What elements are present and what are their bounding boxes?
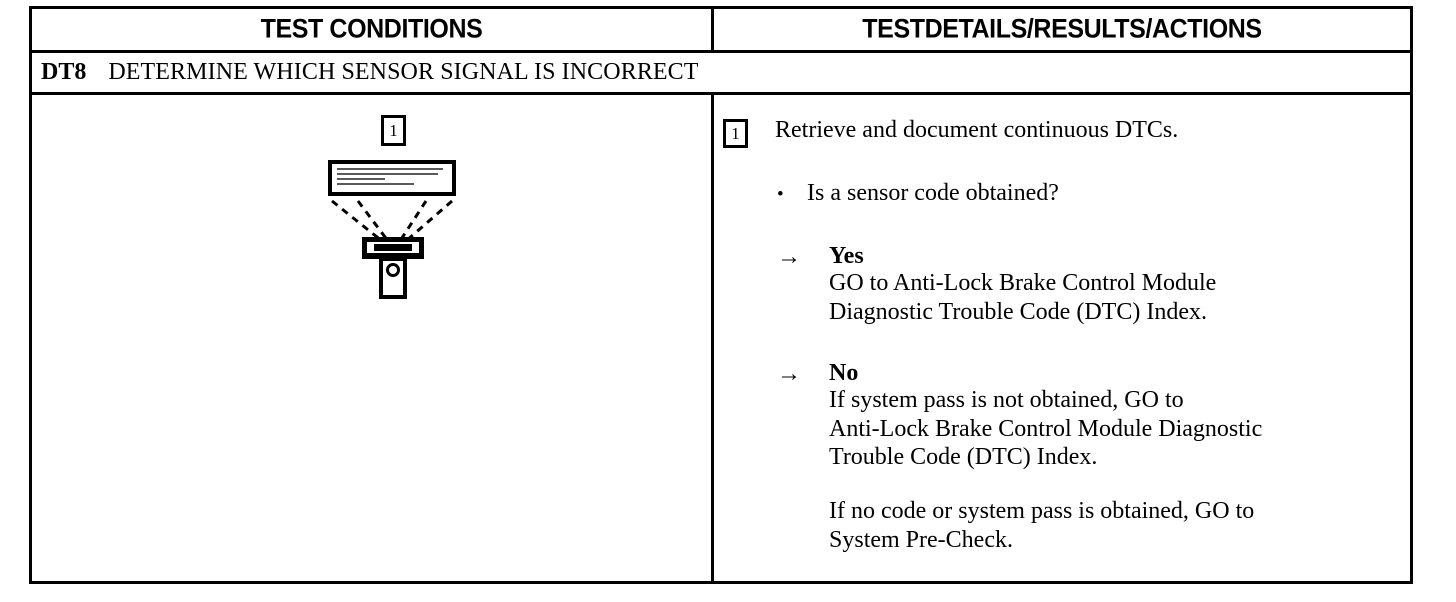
column-header-test-conditions-label: TEST CONDITIONS (260, 14, 483, 44)
screen-text-line (337, 168, 443, 170)
scan-tool-bar (374, 244, 412, 251)
action-question: • Is a sensor code obtained? (777, 180, 1398, 207)
actions-list: 1 Retrieve and document continuous DTCs.… (723, 117, 1398, 554)
action-callout-box: 1 (723, 119, 748, 148)
branch-yes-label: Yes (829, 242, 864, 269)
action-step-1-text: Retrieve and document continuous DTCs. (775, 117, 1179, 143)
branch-no: → No If system pass is not obtained, GO … (777, 360, 1398, 554)
branch-no-line-3: Trouble Code (DTC) Index. (829, 443, 1098, 470)
table-header-row: TEST CONDITIONS TESTDETAILS/RESULTS/ACTI… (32, 9, 1410, 53)
action-callout-number: 1 (731, 124, 740, 143)
branch-yes-line-2: Diagnostic Trouble Code (DTC) Index. (829, 298, 1207, 325)
screen-text-line (337, 178, 386, 180)
screen-text-line (337, 173, 439, 175)
branch-no-extra-line-1: If no code or system pass is obtained, G… (829, 498, 1255, 525)
step-title-row: DT8 DETERMINE WHICH SENSOR SIGNAL IS INC… (32, 53, 1410, 95)
arrow-right-icon: → (777, 360, 801, 387)
action-step-1: 1 Retrieve and document continuous DTCs. (723, 117, 1398, 148)
branch-yes: → Yes GO to Anti-Lock Brake Control Modu… (777, 243, 1398, 326)
test-details-cell: 1 Retrieve and document continuous DTCs.… (714, 95, 1410, 581)
diagram-callout-number: 1 (389, 121, 398, 140)
step-title: DETERMINE WHICH SENSOR SIGNAL IS INCORRE… (108, 59, 699, 85)
arrow-right-icon: → (777, 243, 801, 270)
diagram-callout-box: 1 (381, 115, 406, 146)
table-body-row: 1 (32, 95, 1410, 581)
branch-no-label: No (829, 359, 859, 386)
scan-tool-device-icon (362, 237, 424, 299)
branch-no-body: No If system pass is not obtained, GO to… (829, 360, 1398, 554)
scan-tool-screen (328, 160, 456, 196)
test-conditions-cell: 1 (32, 95, 714, 581)
branch-yes-body: Yes GO to Anti-Lock Brake Control Module… (829, 243, 1398, 326)
branch-no-line-2: Anti-Lock Brake Control Module Diagnosti… (829, 415, 1263, 442)
column-header-test-conditions: TEST CONDITIONS (32, 9, 714, 50)
step-code: DT8 (41, 59, 87, 85)
action-question-text: Is a sensor code obtained? (807, 180, 1059, 206)
column-header-test-details-label: TESTDETAILS/RESULTS/ACTIONS (862, 14, 1262, 44)
scan-tool-diagram: 1 (300, 115, 500, 315)
branch-no-extra: If no code or system pass is obtained, G… (829, 497, 1398, 554)
scan-tool-knob-inner (389, 266, 397, 274)
diagnostic-test-table: TEST CONDITIONS TESTDETAILS/RESULTS/ACTI… (29, 6, 1413, 584)
column-header-test-details: TESTDETAILS/RESULTS/ACTIONS (714, 9, 1410, 50)
branch-no-extra-line-2: System Pre-Check. (829, 526, 1013, 553)
screen-text-line (337, 183, 414, 185)
bullet-marker-icon: • (777, 184, 784, 205)
branch-yes-line-1: GO to Anti-Lock Brake Control Module (829, 270, 1217, 297)
branch-no-line-1: If system pass is not obtained, GO to (829, 387, 1184, 414)
